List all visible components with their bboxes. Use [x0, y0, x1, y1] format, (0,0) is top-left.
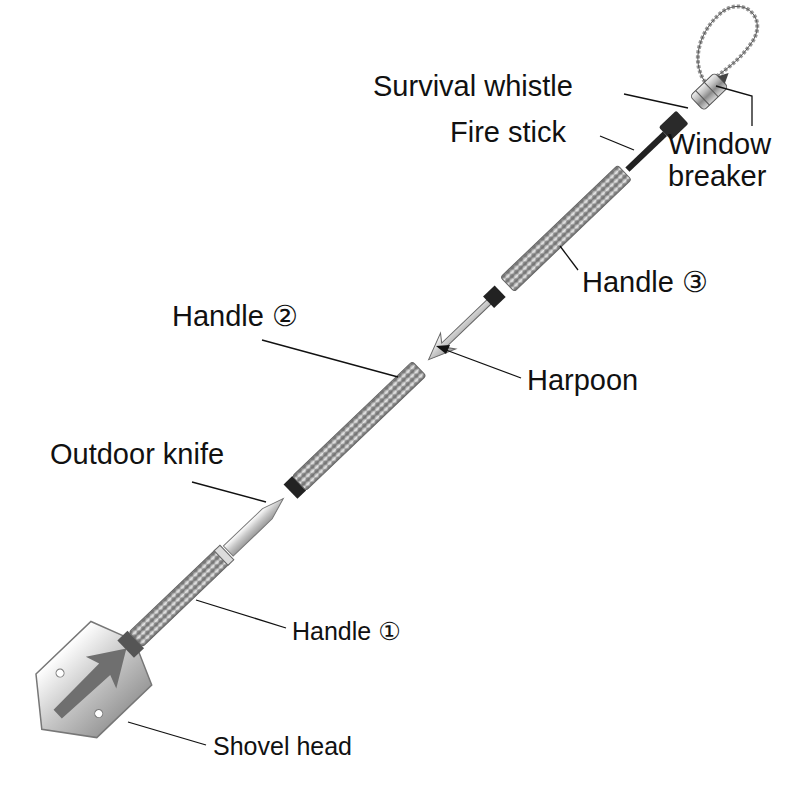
- part-label: Handle ①: [292, 617, 401, 645]
- rope-edge: [698, 6, 757, 82]
- window-breaker-tip: [718, 69, 732, 83]
- part-label: Outdoor knife: [50, 438, 224, 470]
- part-label: Window breaker: [668, 128, 796, 193]
- handle-1: [129, 548, 231, 647]
- handle-2: [292, 361, 426, 490]
- part-label: Handle ②: [172, 300, 298, 332]
- part-label: Survival whistle: [373, 70, 573, 102]
- harpoon: [421, 292, 499, 368]
- leader-lines: [128, 86, 752, 745]
- fire-stick: [625, 132, 667, 172]
- part-label: Handle ③: [582, 266, 708, 298]
- tool-body: [11, 41, 759, 761]
- part-label: Fire stick: [450, 116, 566, 148]
- part-label: Shovel head: [213, 732, 352, 760]
- rope: [698, 6, 757, 82]
- knife-blade: [223, 493, 288, 556]
- part-label: Harpoon: [527, 364, 638, 396]
